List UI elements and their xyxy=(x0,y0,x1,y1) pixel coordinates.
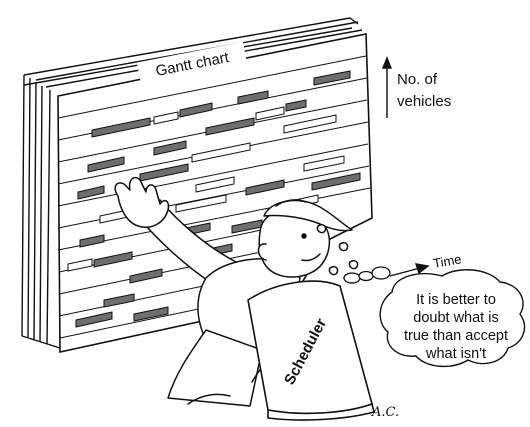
gantt-bar xyxy=(133,306,169,322)
gantt-bar xyxy=(139,163,189,182)
gantt-bar xyxy=(75,311,113,328)
artist-signature: A.C. xyxy=(371,405,399,420)
gantt-bar xyxy=(153,140,187,156)
y-axis-label-line-2: vehicles xyxy=(397,93,451,110)
speech-bubble xyxy=(379,269,526,367)
gantt-bar xyxy=(283,114,337,134)
gantt-title-background xyxy=(136,41,248,85)
thought-bubble-trail xyxy=(343,266,391,284)
scheduler-hand xyxy=(114,176,170,228)
gantt-bar xyxy=(67,258,93,272)
gantt-bar xyxy=(237,90,269,105)
speech-bubble-line-1: It is better to xyxy=(416,292,496,308)
gantt-bar xyxy=(179,102,213,118)
gantt-bar xyxy=(303,155,345,172)
x-axis-label: Time xyxy=(432,251,463,271)
y-axis-label-line-1: No. of xyxy=(397,71,438,88)
gantt-bar xyxy=(93,251,133,268)
scheduler-chair xyxy=(247,280,375,421)
gantt-bar xyxy=(195,176,235,193)
gantt-bar xyxy=(129,268,163,284)
gantt-board-back-pages xyxy=(21,17,363,349)
gantt-bar xyxy=(191,142,251,163)
gantt-bar xyxy=(285,99,307,112)
speech-bubble-line-4: what isn't xyxy=(425,346,486,362)
gantt-bar xyxy=(245,179,285,196)
gantt-bar xyxy=(77,185,105,200)
gantt-bar xyxy=(103,293,135,308)
speech-bubble-line-2: doubt what is xyxy=(413,310,498,326)
speech-bubble-line-3: true than accept xyxy=(404,328,508,344)
gantt-bar xyxy=(175,194,227,213)
y-axis-arrow xyxy=(381,56,393,118)
gantt-bar xyxy=(313,70,351,86)
gantt-bar xyxy=(311,172,361,191)
scheduler-legs xyxy=(167,329,263,407)
gantt-bar xyxy=(205,117,255,136)
gantt-bar xyxy=(79,234,105,248)
x-axis-arrow xyxy=(389,263,430,277)
gantt-bar xyxy=(91,117,151,138)
gantt-bar xyxy=(255,106,285,121)
gantt-bar xyxy=(153,111,179,125)
scheduler-figure xyxy=(114,176,359,407)
gantt-bar xyxy=(87,156,125,173)
